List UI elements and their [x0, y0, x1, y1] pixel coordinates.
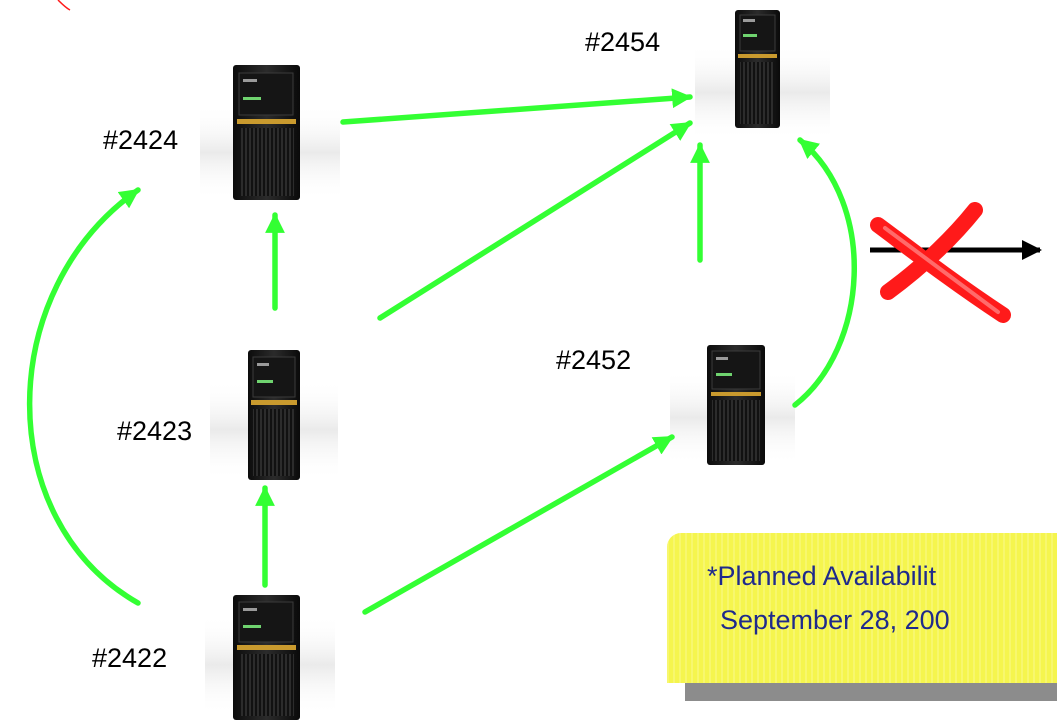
label-2424: #2424: [103, 125, 179, 155]
server-2454: [735, 10, 780, 128]
label-2423: #2423: [117, 416, 193, 446]
server-2423: [248, 350, 300, 480]
arrow-2424-to-2454: [340, 88, 693, 125]
label-2452: #2452: [556, 345, 632, 375]
arrow-2423-to-2454: [377, 120, 693, 321]
server-2424: [233, 65, 300, 200]
label-2422: #2422: [92, 643, 168, 673]
label-2454: #2454: [585, 27, 661, 57]
red-x-icon: [870, 202, 1011, 323]
server-2452: [707, 345, 765, 465]
corner-mark: [57, 0, 71, 11]
upgrade-arrows: [26, 88, 858, 615]
server-2422: [233, 595, 300, 720]
arrow-2452-curve-to-2454: [792, 137, 858, 408]
unsupported-path: [870, 202, 1042, 323]
arrow-2422-curve-to-2424: [26, 187, 141, 606]
arrow-2422-to-2452: [362, 434, 675, 615]
